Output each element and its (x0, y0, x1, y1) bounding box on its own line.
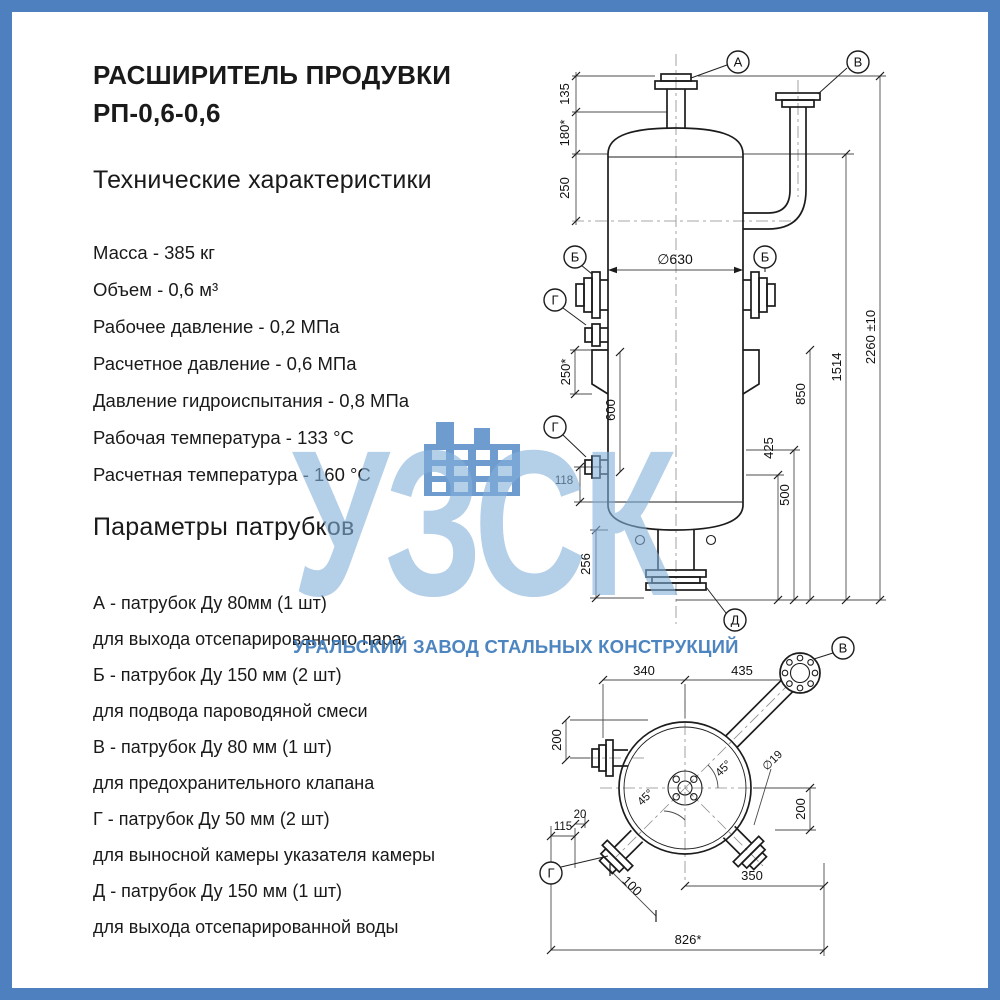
spec-mass: Масса - 385 кг (93, 242, 215, 263)
dimension-labels: 340 435 200 115 20 45° 45° ∅19 200 350 1… (549, 663, 808, 947)
dim-label: 115 (554, 821, 572, 833)
dimension-lines (546, 675, 829, 956)
dim-label: 1514 (829, 353, 844, 382)
dim-label: 20 (574, 809, 587, 821)
callout-g: Г (547, 866, 554, 881)
dim-label: 425 (761, 437, 776, 459)
dimension-lines (570, 71, 886, 605)
factory-icon (424, 422, 520, 496)
dim-label: 850 (793, 383, 808, 405)
dim-label: 826* (675, 932, 702, 947)
dim-label: 180* (557, 120, 572, 147)
nozzle-d-desc: для выхода отсепарированной воды (93, 917, 399, 937)
callout-a: А (734, 55, 743, 70)
nozzle-b-label: Б - патрубок Ду 150 мм (2 шт) (93, 665, 342, 685)
nozzle-params-heading: Параметры патрубков (93, 513, 355, 541)
nozzle-a-desc: для выхода отсепарированного пара (93, 629, 402, 649)
nozzle-v-label: В - патрубок Ду 80 мм (1 шт) (93, 737, 332, 757)
front-view-drawing: А В Б Б Г Г Д 135 180* 250 ∅630 1514 226… (543, 50, 886, 632)
dim-label: 200 (793, 798, 808, 820)
spec-design-pressure: Расчетное давление - 0,6 МПа (93, 353, 357, 374)
spec-volume: Объем - 0,6 м³ (93, 279, 219, 300)
callout-v: В (839, 641, 848, 656)
callout-d: Д (731, 613, 740, 628)
nozzle-d-label: Д - патрубок Ду 150 мм (1 шт) (93, 881, 343, 901)
top-view-drawing: В Г 340 435 200 115 20 45° 45° ∅19 200 3… (539, 636, 855, 956)
nozzle-callouts: А В Б Б Г Г Д (543, 50, 870, 632)
spec-working-temperature: Рабочая температура - 133 °С (93, 427, 354, 448)
shell-top-view (591, 652, 821, 875)
nozzle-g-label: Г - патрубок Ду 50 мм (2 шт) (93, 809, 330, 829)
dim-label: 45° (635, 787, 656, 808)
tech-specs-heading: Технические характеристики (93, 166, 432, 194)
callout-leaders (560, 652, 834, 868)
product-title: РАСШИРИТЕЛЬ ПРОДУВКИ РП-0,6-0,6 (93, 56, 451, 132)
dim-label: 250* (558, 359, 573, 386)
spec-working-pressure: Рабочее давление - 0,2 МПа (93, 316, 340, 337)
nozzle-a-label: А - патрубок Ду 80мм (1 шт) (93, 593, 327, 613)
dim-label: 350 (741, 868, 763, 883)
nozzle-list: А - патрубок Ду 80мм (1 шт) для выхода о… (93, 585, 435, 945)
product-title-line2: РП-0,6-0,6 (93, 98, 221, 128)
dim-label: 256 (578, 553, 593, 575)
dimension-labels: 135 180* 250 ∅630 1514 2260 ±10 850 500 … (555, 83, 878, 575)
dim-label: 100 (619, 873, 645, 899)
callout-b-left: Б (571, 250, 580, 265)
dim-label: 200 (549, 729, 564, 751)
tech-specs-list: Масса - 385 кг Объем - 0,6 м³ Рабочее да… (93, 234, 409, 493)
dim-label: 250 (557, 177, 572, 199)
callout-g-lower: Г (551, 420, 558, 435)
dim-label: 135 (557, 83, 572, 105)
callout-leaders (562, 64, 848, 614)
vessel-outline (575, 73, 821, 591)
dim-label: 340 (633, 663, 655, 678)
dim-label: 2260 ±10 (863, 310, 878, 364)
dim-label: 118 (555, 475, 573, 487)
nozzle-g-desc: для выносной камеры указателя камеры (93, 845, 436, 865)
dim-label: 600 (603, 399, 618, 421)
nozzle-callouts: В Г (539, 636, 855, 885)
callout-g-upper: Г (551, 293, 558, 308)
callout-v: В (854, 55, 863, 70)
dim-label: 45° (713, 758, 734, 779)
centerlines (586, 672, 801, 880)
nozzle-v-desc: для предохранительного клапана (93, 773, 375, 793)
dim-label: ∅19 (761, 749, 786, 774)
dim-label: 435 (731, 663, 753, 678)
centerlines (572, 54, 799, 624)
dim-label: 500 (777, 484, 792, 506)
product-title-line1: РАСШИРИТЕЛЬ ПРОДУВКИ (93, 60, 452, 90)
dim-label: ∅630 (657, 251, 693, 267)
spec-design-temperature: Расчетная температура - 160 °С (93, 464, 371, 485)
callout-b-right: Б (761, 250, 770, 265)
spec-hydrotest-pressure: Давление гидроиспытания - 0,8 МПа (93, 390, 410, 411)
nozzle-b-desc: для подвода пароводяной смеси (93, 701, 368, 721)
